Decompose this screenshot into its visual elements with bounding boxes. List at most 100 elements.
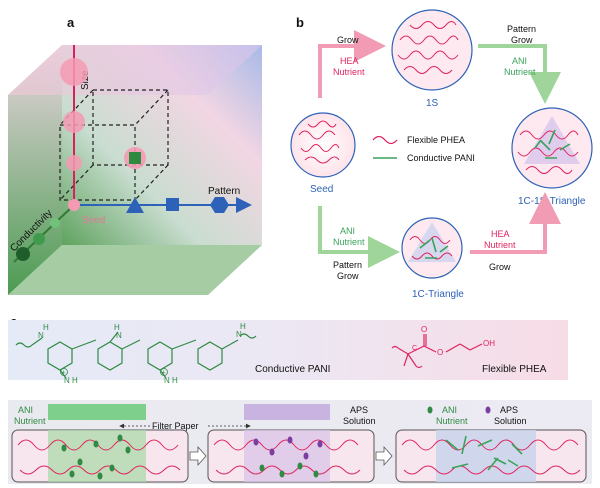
pani-atom-n1: N xyxy=(38,331,44,340)
state-1s-chains xyxy=(397,21,459,74)
phea-atom-c: C xyxy=(412,345,417,352)
step4-nutrient-1: HEA xyxy=(491,229,510,239)
stage1-ani-1: ANI xyxy=(18,405,33,415)
seed-polymer-chains xyxy=(298,120,340,164)
stage2-ani-drops xyxy=(259,462,319,478)
step3-nutrient-1: ANI xyxy=(340,226,355,236)
size-sphere-medium xyxy=(63,111,85,133)
stage2-aps-drops xyxy=(253,436,323,460)
state-1s-label: 1S xyxy=(426,98,439,109)
transition-arrow-1 xyxy=(189,445,207,467)
combined-square xyxy=(129,152,141,164)
pani-atom-h5: H xyxy=(240,322,246,331)
pani-charge-1 xyxy=(60,368,68,376)
triangle-shape xyxy=(126,197,144,213)
phea-atom-o2: O xyxy=(437,348,443,357)
state-final-pani xyxy=(534,129,571,159)
pani-atom-h1: H xyxy=(43,323,49,332)
seed-label-a: Seed xyxy=(82,215,105,226)
pani-atom-h2: H xyxy=(72,376,78,385)
conductivity-sphere-3 xyxy=(16,247,30,261)
step4-action: Grow xyxy=(489,262,511,272)
panel-c-band xyxy=(8,320,568,380)
step2-action-1: Pattern xyxy=(507,24,536,34)
arrow-1s-to-final xyxy=(478,44,561,104)
conductivity-sphere-1 xyxy=(50,218,60,228)
arrow-1c-to-final xyxy=(470,192,561,254)
seed-sphere xyxy=(68,199,80,211)
seed-label-b: Seed xyxy=(310,184,333,195)
panel-a: a Size Pattern Conductivity Seed xyxy=(8,15,262,295)
hexagon-shape xyxy=(210,197,229,213)
step1-nutrient-1: HEA xyxy=(340,56,359,66)
state-final-label: 1C-1S-Triangle xyxy=(518,196,586,207)
conductivity-sphere-2 xyxy=(33,233,45,245)
legend-aps-2: Solution xyxy=(494,416,527,426)
stage1-ani-2: Nutrient xyxy=(14,416,46,426)
pani-atom-n2: N xyxy=(64,376,70,385)
size-axis-label: Size xyxy=(80,70,91,90)
pani-charge-2-sign: + xyxy=(162,370,166,377)
phea-structure xyxy=(391,334,483,369)
panel-d: d ANI Nutrient Filter Paper xyxy=(8,400,592,484)
legend-ani-1: ANI xyxy=(442,405,457,415)
pani-atom-n3: N xyxy=(116,331,122,340)
state-1c-pani xyxy=(419,237,449,259)
phea-label: Flexible PHEA xyxy=(482,364,547,375)
phea-atom-o1: O xyxy=(421,325,427,334)
step3-action-1: Pattern xyxy=(333,260,362,270)
stage2-chains xyxy=(213,439,361,475)
legend-flexible-swatch xyxy=(372,135,398,145)
stage2-aps-bar xyxy=(244,404,330,420)
transition-arrow-2 xyxy=(375,445,393,467)
stage1-ani-drops xyxy=(61,434,131,480)
step3-nutrient-2: Nutrient xyxy=(333,237,365,247)
filter-paper-label: Filter Paper xyxy=(152,421,199,431)
size-sphere-large xyxy=(60,58,88,86)
pani-charge-2 xyxy=(160,368,168,376)
panel-c: c N H N H + H N N H + N xyxy=(8,314,568,385)
pani-atom-h4: H xyxy=(172,376,178,385)
stage3-pani xyxy=(445,435,523,471)
panel-b-letter: b xyxy=(296,15,304,30)
pani-label: Conductive PANI xyxy=(255,364,330,375)
pattern-axis-label: Pattern xyxy=(208,186,240,197)
step4-nutrient-2: Nutrient xyxy=(484,240,516,250)
step2-action-2: Grow xyxy=(511,35,533,45)
state-1c-triangle xyxy=(408,222,456,262)
size-sphere-small xyxy=(66,155,82,171)
stage1-nutrient-bar xyxy=(48,404,146,420)
step1-action: Grow xyxy=(337,35,359,45)
pani-atom-h3: H xyxy=(114,323,120,332)
arrow-seed-to-1c xyxy=(318,206,400,268)
pani-atom-n4: N xyxy=(164,376,170,385)
arrow-seed-to-1s xyxy=(318,30,386,98)
legend-ani-drop xyxy=(427,406,433,414)
dashed-cube xyxy=(59,89,169,201)
legend-aps-1: APS xyxy=(500,405,518,415)
cube-bottom-face xyxy=(8,245,262,295)
step2-nutrient-2: Nutrient xyxy=(504,67,536,77)
step2-nutrient-1: ANI xyxy=(512,56,527,66)
legend-aps-drop xyxy=(485,406,491,414)
panel-b: b Seed 1S 1C-1S-Triangle 1C-Triangle Gro… xyxy=(290,9,593,300)
cube-left-face xyxy=(8,45,62,295)
stage2-aps-2: Solution xyxy=(343,416,376,426)
state-final-chains xyxy=(517,130,579,174)
step3-action-2: Grow xyxy=(337,271,359,281)
pani-charge-1-sign: + xyxy=(62,370,66,377)
square-shape xyxy=(166,198,179,211)
state-1s-circle xyxy=(391,9,473,91)
pani-structure xyxy=(15,331,257,379)
stage2-aps-1: APS xyxy=(350,405,368,415)
step1-nutrient-2: Nutrient xyxy=(333,67,365,77)
phea-atom-oh: OH xyxy=(483,339,495,348)
stage3-pattern xyxy=(436,430,536,482)
legend-flexible-label: Flexible PHEA xyxy=(407,135,465,145)
panel-a-letter: a xyxy=(67,15,75,30)
state-1c-label: 1C-Triangle xyxy=(412,289,464,300)
stage1-pattern xyxy=(48,430,146,482)
pani-atom-n5: N xyxy=(236,330,242,339)
seed-circle xyxy=(290,112,356,178)
